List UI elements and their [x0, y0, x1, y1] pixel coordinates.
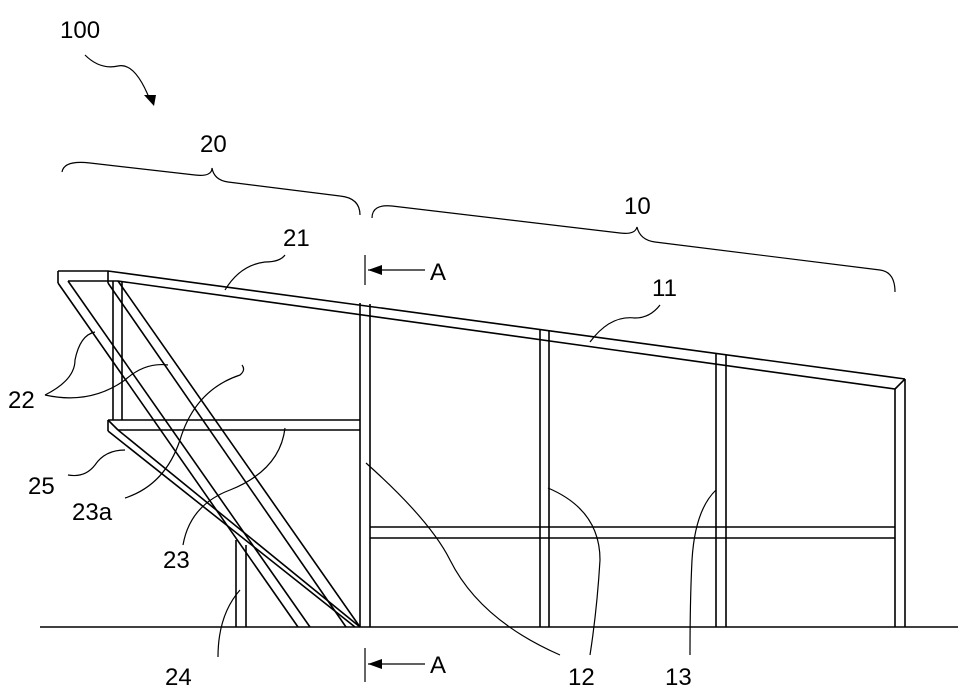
leader-lines: [45, 255, 716, 657]
label-20: 20: [200, 131, 227, 158]
label-10: 10: [624, 193, 651, 220]
label-a-top: A: [430, 259, 446, 286]
label-23: 23: [163, 547, 190, 574]
label-a-bottom: A: [430, 652, 446, 679]
label-24: 24: [165, 664, 192, 691]
arrow-100: [85, 55, 150, 100]
arrowhead-icon: [144, 95, 156, 106]
vertical-posts: [113, 281, 895, 627]
horizontal-beams: [108, 420, 895, 538]
label-100: 100: [60, 17, 100, 44]
label-23a: 23a: [72, 499, 113, 526]
label-11: 11: [652, 275, 677, 302]
label-13: 13: [665, 664, 692, 691]
label-12: 12: [568, 664, 595, 691]
label-22: 22: [8, 387, 35, 414]
label-25: 25: [28, 473, 55, 500]
brace-20: [62, 162, 360, 215]
label-21: 21: [283, 225, 310, 252]
diagonal-members: [58, 271, 360, 627]
